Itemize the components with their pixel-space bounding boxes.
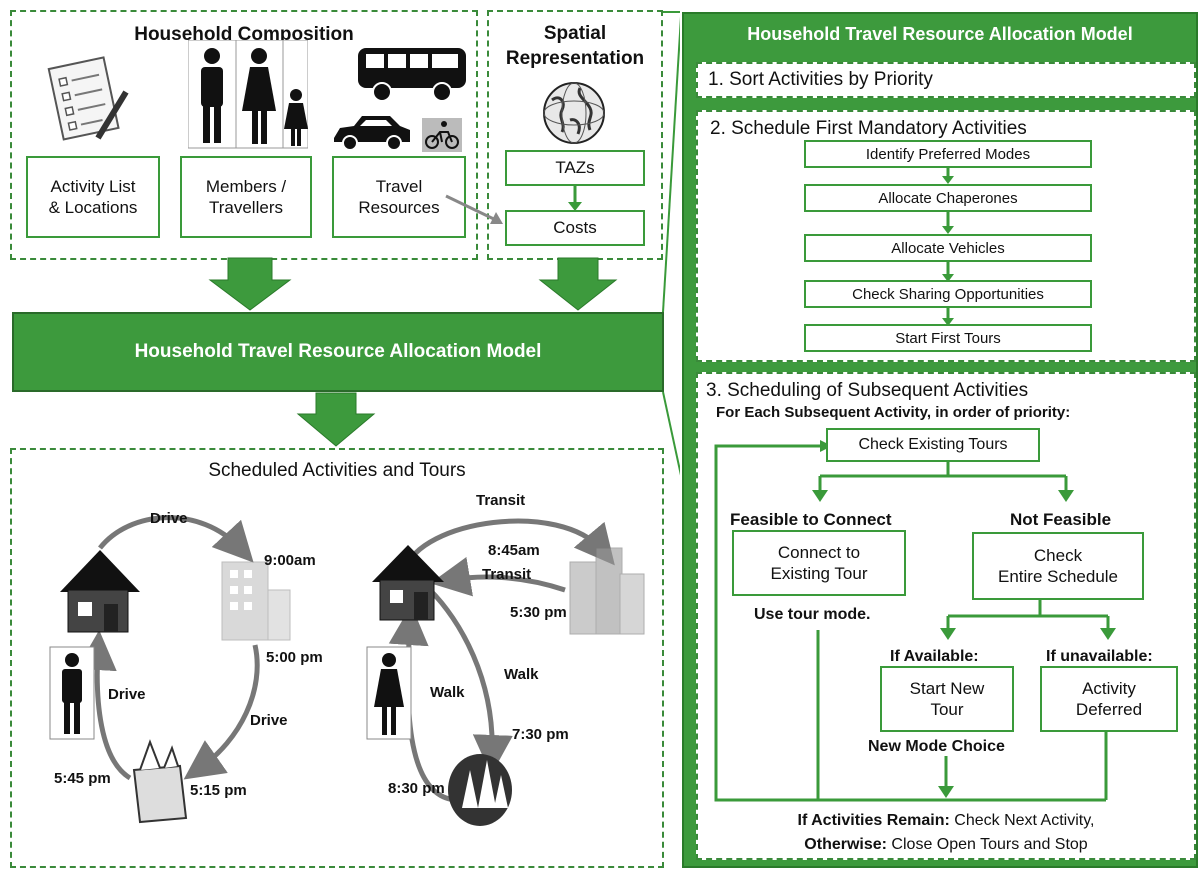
time-830pm: 8:30 pm [388,780,445,797]
otherwise-line: Otherwise: Close Open Tours and Stop [696,836,1196,854]
time-730pm: 7:30 pm [512,726,569,743]
home-icon-1 [60,550,140,633]
car-icon [334,116,410,151]
step1-box: 1. Sort Activities by Priority [696,62,1196,98]
home-icon-2 [372,545,444,621]
time-515pm: 5:15 pm [190,782,247,799]
drive-label-top: Drive [150,510,188,527]
allocate-chaperones-step: Allocate Chaperones [804,184,1092,212]
step3-title: 3. Scheduling of Subsequent Activities [706,380,1029,401]
members-travellers-box: Members / Travellers [180,156,312,238]
time-500pm: 5:00 pm [266,649,323,666]
spatial-representation-title: Spatial Representation [505,23,645,69]
use-tour-mode-label: Use tour mode. [754,606,871,623]
checklist-icon [47,56,129,141]
time-900am: 9:00am [264,552,316,569]
allocation-model-title: Household Travel Resource Allocation Mod… [747,24,1133,44]
drive-label-right: Drive [250,712,288,729]
model-banner-label: Household Travel Resource Allocation Mod… [134,341,542,362]
new-mode-choice-label: New Mode Choice [868,738,1005,755]
globe-icon [543,82,605,144]
transit-label-mid: Transit [482,566,532,583]
otherwise-rest: Close Open Tours and Stop [886,836,1088,853]
scheduled-activities-panel [10,448,664,868]
step3-connectors [714,440,1116,802]
connect-existing-tour-box: Connect to Existing Tour [732,530,906,596]
bicycle-icon [422,118,462,152]
activity-list-box: Activity List & Locations [26,156,160,238]
city-skyline-icon [569,547,645,635]
office-building-icon [221,561,291,641]
allocate-vehicles-step: Allocate Vehicles [804,234,1092,262]
if-available-label: If Available: [890,648,979,665]
tours-illustration [49,515,645,826]
remain-bold: If Activities Remain: [797,812,950,829]
left-connectors [208,11,680,476]
costs-box: Costs [505,210,645,246]
tazs-box: TAZs [505,150,645,186]
grocery-bag-icon [132,739,188,824]
remain-rest: Check Next Activity, [949,812,1095,829]
otherwise-bold: Otherwise: [804,836,887,853]
step1-label: 1. Sort Activities by Priority [708,69,933,90]
check-existing-tours-step: Check Existing Tours [826,428,1040,462]
start-new-tour-box: Start New Tour [880,666,1014,732]
start-first-tours-step: Start First Tours [804,324,1092,352]
transit-label-top: Transit [476,492,526,509]
step3-subtitle: For Each Subsequent Activity, in order o… [716,404,1071,421]
not-feasible-label: Not Feasible [1010,510,1112,529]
check-sharing-step: Check Sharing Opportunities [804,280,1092,308]
identify-preferred-modes-step: Identify Preferred Modes [804,140,1092,168]
model-banner: Household Travel Resource Allocation Mod… [12,312,664,392]
step2-connectors [942,166,954,326]
walk-label-left: Walk [430,684,465,701]
drive-label-left: Drive [108,686,146,703]
park-trees-icon [448,754,512,826]
time-545pm: 5:45 pm [54,770,111,787]
bus-icon [358,48,466,102]
feasible-to-connect-label: Feasible to Connect [730,510,892,529]
family-icon [188,40,308,149]
if-unavailable-label: If unavailable: [1046,648,1153,665]
scheduled-activities-title: Scheduled Activities and Tours [208,460,466,481]
walk-label-right: Walk [504,666,539,683]
time-845am: 8:45am [488,542,540,559]
time-530pm: 5:30 pm [510,604,567,621]
step2-title: 2. Schedule First Mandatory Activities [710,118,1027,139]
remain-line: If Activities Remain: Check Next Activit… [696,812,1196,830]
check-entire-schedule-box: Check Entire Schedule [972,532,1144,600]
activity-deferred-box: Activity Deferred [1040,666,1178,732]
travel-resources-box: Travel Resources [332,156,466,238]
